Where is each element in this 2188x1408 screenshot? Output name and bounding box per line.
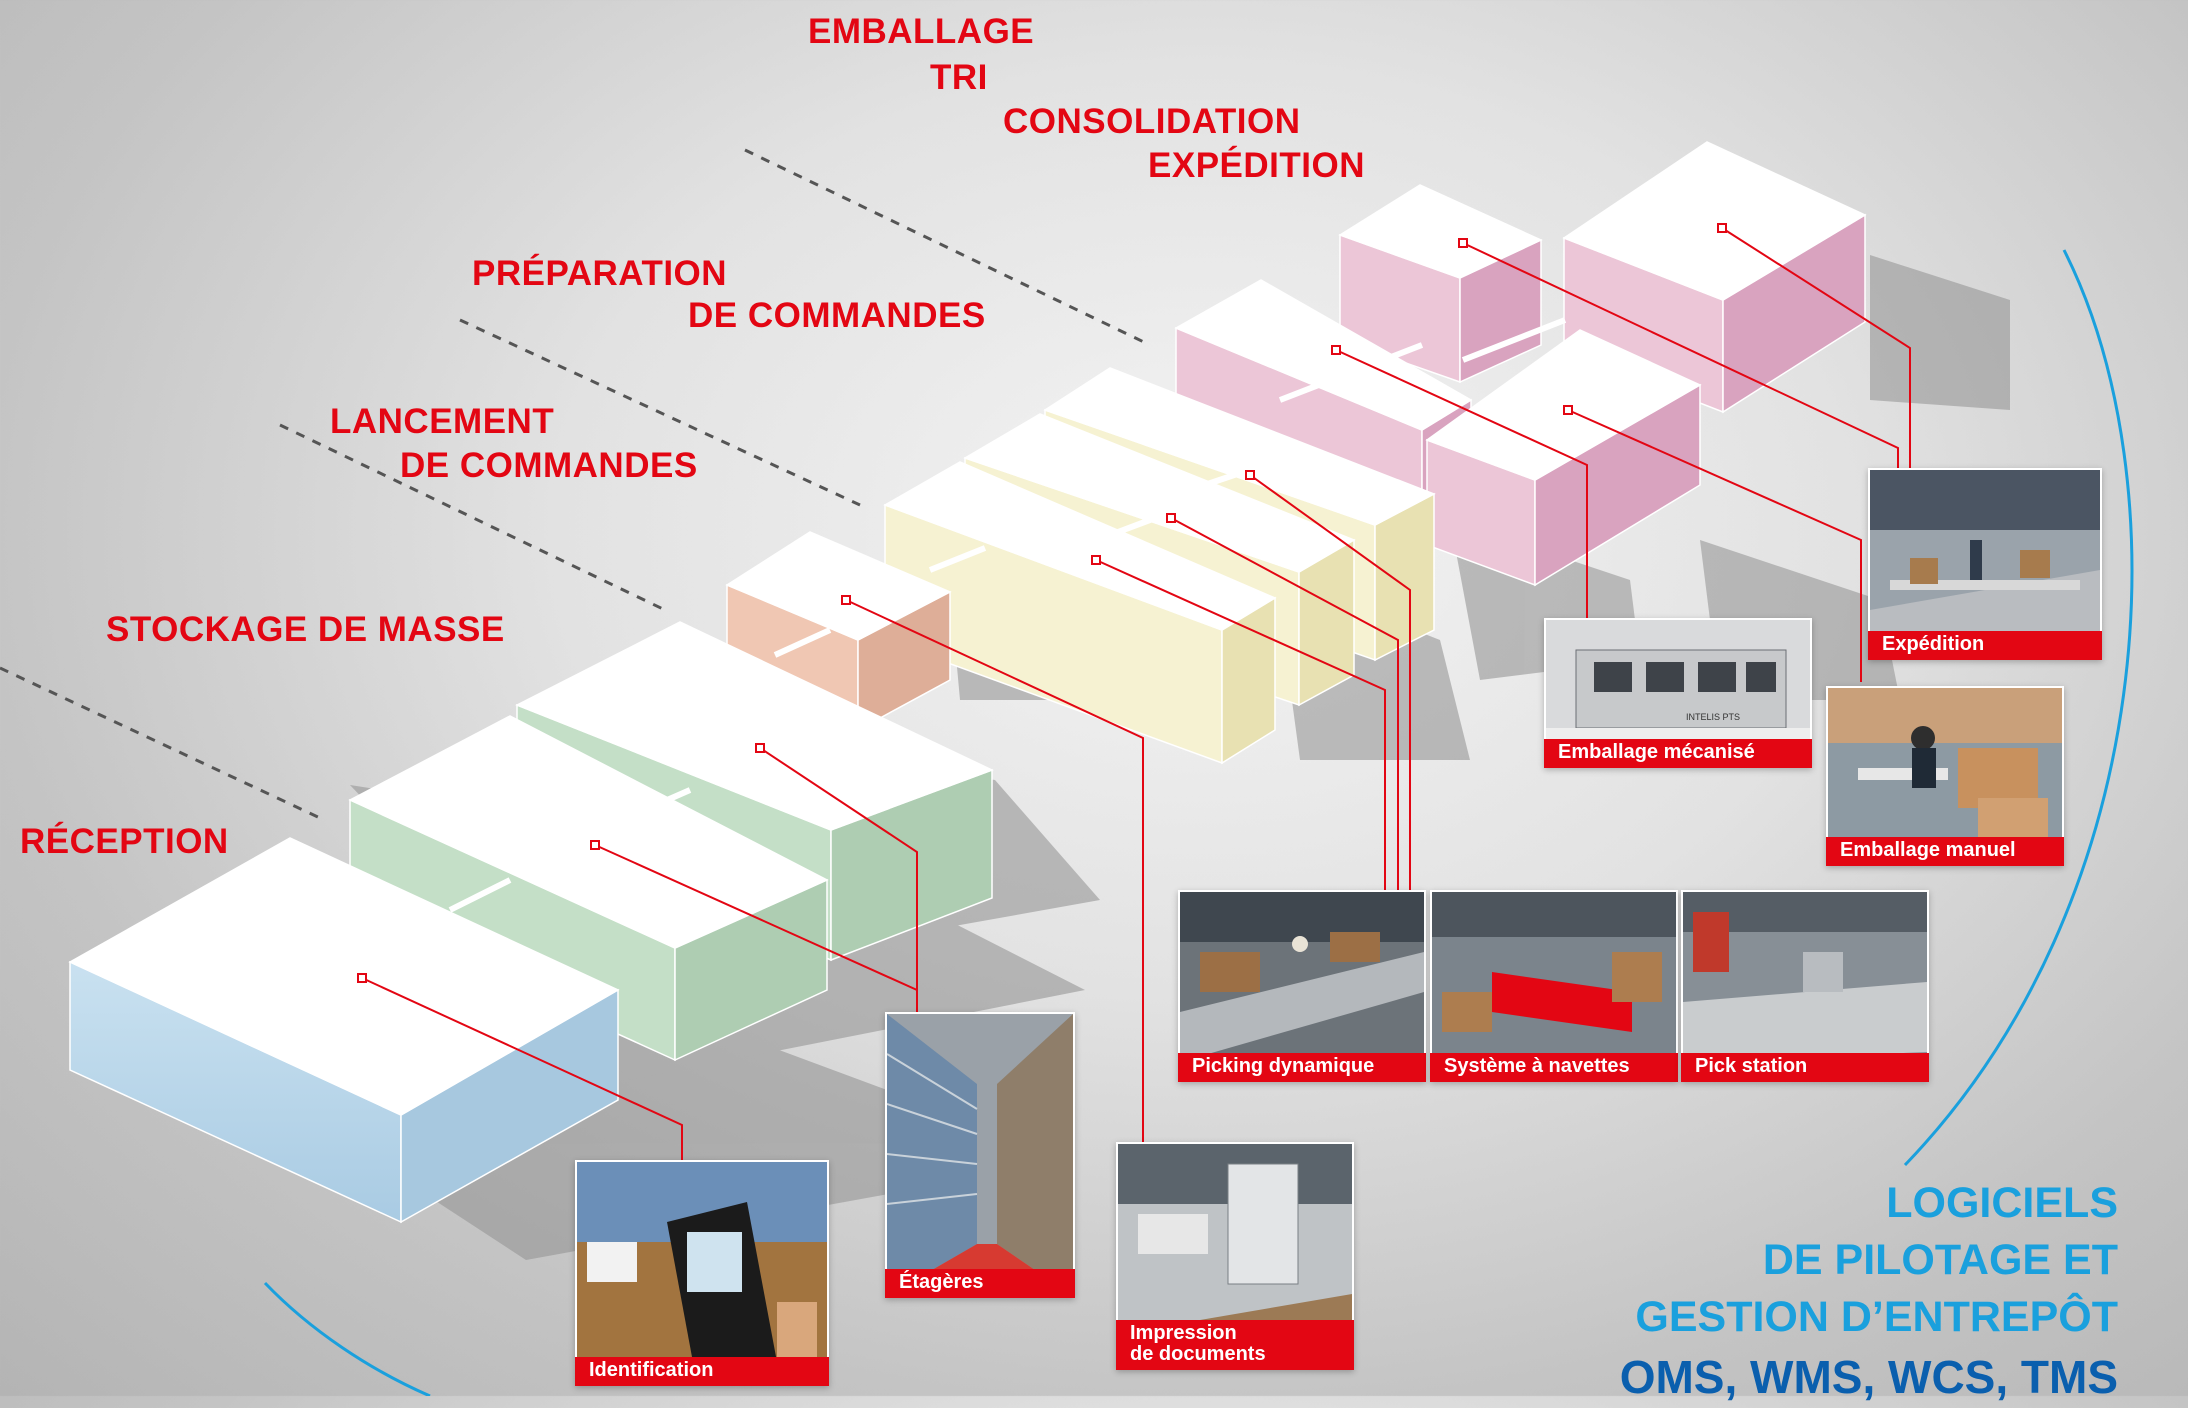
software-block: LOGICIELS DE PILOTAGE ET GESTION D’ENTRE… — [1620, 1175, 2118, 1408]
software-line3: GESTION D’ENTREPÔT — [1635, 1293, 2118, 1342]
zone-label-emballage-2: TRI — [930, 58, 988, 97]
caption-picking-dynamique: Picking dynamique — [1178, 1053, 1426, 1082]
block-emballage-back — [1338, 141, 1867, 414]
zone-label-reception: RÉCEPTION — [20, 822, 229, 861]
zone-label-emballage-1: EMBALLAGE — [808, 12, 1035, 51]
block-lancement — [725, 531, 952, 732]
zone-label-emballage-3: CONSOLIDATION — [1003, 102, 1301, 141]
software-line1: LOGICIELS — [1886, 1179, 2118, 1227]
caption-systeme-navettes: Système à navettes — [1430, 1053, 1678, 1082]
photo-identification: Identification — [575, 1160, 829, 1386]
photo-etageres: Étagères — [885, 1012, 1075, 1298]
block-preparation — [883, 367, 1436, 765]
caption-pick-station: Pick station — [1681, 1053, 1929, 1082]
zone-separators — [0, 148, 1151, 820]
photo-systeme-navettes: Système à navettes — [1430, 890, 1678, 1082]
zone-label-emballage-4: EXPÉDITION — [1148, 146, 1365, 185]
software-arc-bottom — [263, 1281, 431, 1396]
machine-brand-label: INTELIS PTS — [1686, 712, 1740, 722]
software-line2: DE PILOTAGE ET — [1762, 1236, 2118, 1285]
caption-impression-line2: de documents — [1130, 1343, 1266, 1366]
software-acronyms: OMS, WMS, WCS, TMS — [1619, 1350, 2118, 1403]
zone-label-preparation-1: PRÉPARATION — [472, 254, 728, 293]
caption-impression-documents: Impression de documents — [1116, 1319, 1354, 1370]
caption-impression-line1: Impression — [1130, 1321, 1237, 1344]
zone-label-stockage: STOCKAGE DE MASSE — [106, 610, 505, 649]
caption-etageres: Étagères — [885, 1269, 1075, 1298]
photo-emballage-mecanise: INTELIS PTS Emballage mécanisé — [1544, 618, 1812, 768]
zone-label-lancement-1: LANCEMENT — [330, 402, 555, 441]
caption-emballage-mecanise: Emballage mécanisé — [1544, 739, 1812, 768]
zone-label-preparation-2: DE COMMANDES — [688, 296, 986, 335]
photo-impression-documents: Impression de documents — [1116, 1142, 1354, 1370]
photo-emballage-manuel: Emballage manuel — [1826, 686, 2064, 866]
leader-anchor-markers — [357, 223, 1727, 983]
caption-expedition: Expédition — [1868, 631, 2102, 660]
caption-identification: Identification — [575, 1357, 829, 1386]
photo-pick-station: Pick station — [1681, 890, 1929, 1082]
leader-lines — [361, 227, 1911, 1160]
software-arc-right — [1903, 249, 2134, 1167]
photo-expedition: Expédition — [1868, 468, 2102, 660]
zone-label-lancement-2: DE COMMANDES — [400, 446, 698, 485]
photo-picking-dynamique: Picking dynamique — [1178, 890, 1426, 1082]
caption-emballage-manuel: Emballage manuel — [1826, 837, 2064, 866]
block-reception — [68, 837, 620, 1224]
